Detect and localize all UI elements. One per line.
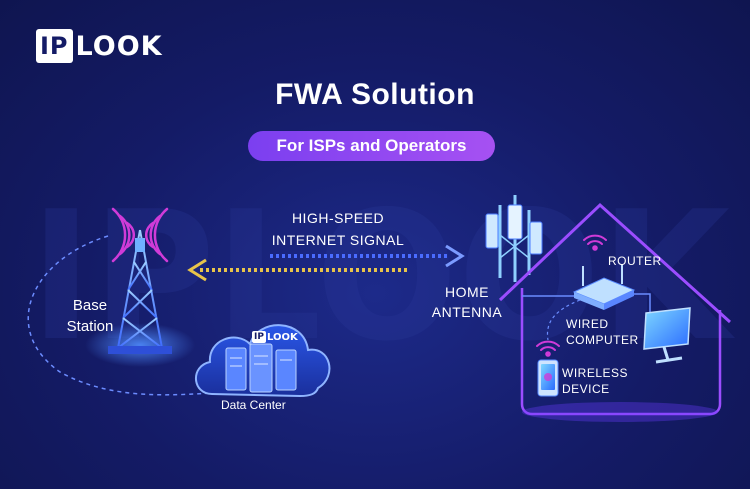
wireless-device-label: WIRELESS DEVICE <box>562 365 628 397</box>
brand-logo: IP LOOK <box>36 28 163 64</box>
wired-computer-label-line2: COMPUTER <box>566 333 639 347</box>
data-center-logo-wordmark: LOOK <box>266 331 298 343</box>
signal-label: HIGH-SPEED INTERNET SIGNAL <box>267 207 409 251</box>
uplink-signal-arrow <box>187 258 408 282</box>
logo-wordmark: LOOK <box>75 30 163 62</box>
backhaul-dashed-line <box>27 235 226 396</box>
home-antenna-icon <box>485 195 543 282</box>
downlink-signal-arrow <box>270 244 465 268</box>
data-center-logo: IP LOOK <box>252 331 298 343</box>
signal-label-line1: HIGH-SPEED <box>291 210 385 226</box>
house-floor-glow <box>522 402 718 422</box>
router-to-computer-line <box>634 293 651 312</box>
logo-mark: IP <box>36 29 73 63</box>
data-center-logo-mark: IP <box>252 331 266 343</box>
home-antenna-label: HOME ANTENNA <box>420 282 514 322</box>
wired-computer-label-line1: WIRED <box>566 317 609 331</box>
subtitle-pill: For ISPs and Operators <box>248 131 495 161</box>
wired-computer-icon <box>643 307 691 364</box>
wireless-device-icon <box>537 359 559 397</box>
router-wifi-icon <box>583 234 607 251</box>
base-station-tower-icon <box>108 229 172 354</box>
device-wifi-icon <box>536 340 560 357</box>
data-center-label: Data Center <box>221 398 286 412</box>
signal-label-line2: INTERNET SIGNAL <box>271 232 405 248</box>
house-walls <box>520 288 722 416</box>
base-station-label-line2: Station <box>66 318 114 335</box>
base-station-label-line1: Base <box>72 297 108 314</box>
house-outline <box>498 202 732 324</box>
base-station-label: Base Station <box>50 295 130 337</box>
home-antenna-label-line2: ANTENNA <box>431 304 503 320</box>
page-title: FWA Solution <box>275 78 475 111</box>
home-antenna-label-line1: HOME <box>445 284 489 300</box>
data-center-cloud-icon <box>195 324 331 398</box>
wireless-device-label-line1: WIRELESS <box>562 366 629 380</box>
router-label: ROUTER <box>608 254 662 268</box>
wired-computer-label: WIRED COMPUTER <box>566 316 639 348</box>
base-station-signal-icon <box>111 207 169 263</box>
wireless-device-label-line2: DEVICE <box>562 382 610 396</box>
router-icon <box>572 264 636 310</box>
router-to-device-dashed <box>546 299 581 341</box>
